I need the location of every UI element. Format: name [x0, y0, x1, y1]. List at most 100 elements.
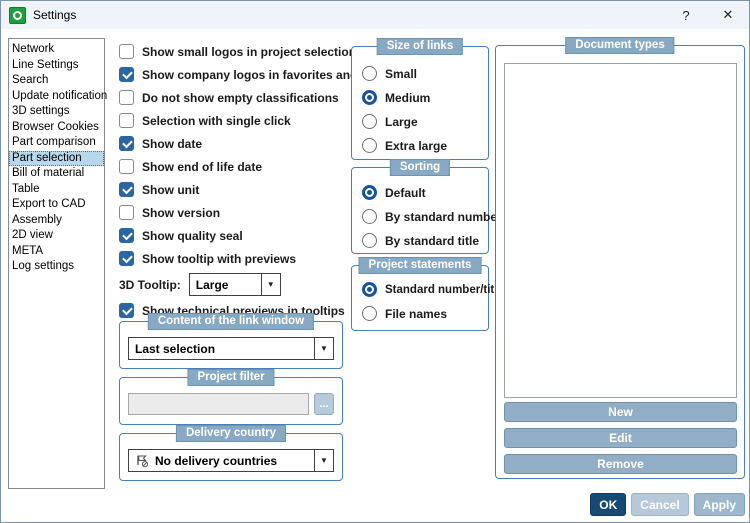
new-button[interactable]: New [504, 402, 737, 422]
group-title: Sorting [389, 159, 451, 176]
radio-label: Extra large [385, 138, 448, 153]
option-row[interactable]: Show quality seal [119, 227, 359, 244]
part-selection-options: Show small logos in project selection Sh… [119, 43, 388, 319]
radio-row[interactable]: File names [362, 305, 482, 322]
link-window-select[interactable]: Last selection ▼ [128, 337, 334, 360]
radio-row[interactable]: Extra large [362, 137, 482, 154]
checkbox[interactable] [119, 136, 134, 151]
checkbox[interactable] [119, 159, 134, 174]
radio-row[interactable]: Medium [362, 89, 482, 106]
edit-button[interactable]: Edit [504, 428, 737, 448]
cancel-button[interactable]: Cancel [631, 493, 689, 516]
sidebar-item-2d-view[interactable]: 2D view [12, 229, 53, 241]
radio-button[interactable] [362, 233, 377, 248]
radio-label: File names [385, 306, 448, 321]
checkbox-label: Show version [142, 205, 221, 220]
radio-button[interactable] [362, 66, 377, 81]
checkbox-label: Selection with single click [142, 113, 291, 128]
radio-button[interactable] [362, 114, 377, 129]
option-row[interactable]: Selection with single click [119, 112, 359, 129]
option-row[interactable]: Show company logos in favorites and link… [119, 66, 388, 83]
checkbox-label: Show date [142, 136, 203, 151]
project-statements-group: Project statements Standard number/title… [351, 257, 504, 331]
sidebar-item-network[interactable]: Network [12, 43, 55, 55]
title-bar: Settings ? ✕ [1, 1, 749, 29]
document-types-group: Document types New Edit Remove [495, 37, 745, 479]
checkbox[interactable] [119, 205, 134, 220]
document-types-list[interactable] [504, 63, 737, 398]
sidebar-item-search[interactable]: Search [12, 74, 49, 86]
settings-category-list: Network Line Settings Search Update noti… [8, 38, 108, 489]
chevron-down-icon[interactable]: ▼ [314, 338, 333, 359]
option-row[interactable]: Do not show empty classifications [119, 89, 359, 106]
radio-button[interactable] [362, 209, 377, 224]
sidebar-item-line-settings[interactable]: Line Settings [12, 58, 79, 71]
checkbox[interactable] [119, 303, 134, 318]
option-row[interactable]: Show unit [119, 181, 359, 198]
radio-label: Large [385, 114, 418, 129]
checkbox-label: Show unit [142, 182, 200, 197]
radio-label: Default [385, 185, 426, 200]
sidebar-item-part-comparison[interactable]: Part comparison [12, 136, 96, 148]
no-flag-icon [137, 454, 149, 467]
project-filter-input[interactable] [128, 393, 309, 415]
checkbox[interactable] [119, 251, 134, 266]
checkbox[interactable] [119, 67, 134, 82]
radio-label: By standard title [385, 233, 480, 248]
checkbox[interactable] [119, 44, 134, 59]
sidebar-item-browser-cookies[interactable]: Browser Cookies [12, 120, 99, 133]
delivery-country-value: No delivery countries [155, 453, 278, 468]
checkbox[interactable] [119, 90, 134, 105]
3d-tooltip-row: 3D Tooltip: Large ▼ [119, 273, 359, 296]
sidebar-item-3d-settings[interactable]: 3D settings [12, 105, 70, 117]
option-row[interactable]: Show tooltip with previews [119, 250, 359, 267]
sidebar-item-meta[interactable]: META [12, 244, 44, 257]
radio-button[interactable] [362, 306, 377, 321]
radio-label: Small [385, 66, 418, 81]
radio-row[interactable]: Large [362, 113, 482, 130]
chevron-down-icon[interactable]: ▼ [314, 450, 333, 471]
radio-row[interactable]: By standard number [362, 208, 502, 225]
checkbox-label: Show tooltip with previews [142, 251, 297, 266]
option-row[interactable]: Show date [119, 135, 359, 152]
option-row[interactable]: Show small logos in project selection [119, 43, 359, 60]
group-title: Document types [565, 37, 675, 54]
radio-label: By standard number [385, 209, 502, 224]
checkbox-label: Do not show empty classifications [142, 90, 339, 105]
radio-row[interactable]: By standard title [362, 232, 482, 249]
checkbox[interactable] [119, 113, 134, 128]
checkbox[interactable] [119, 228, 134, 243]
radio-button[interactable] [362, 138, 377, 153]
ok-button[interactable]: OK [590, 493, 627, 516]
delivery-country-select[interactable]: No delivery countries ▼ [128, 449, 334, 472]
sidebar-item-bill-of-material[interactable]: Bill of material [12, 167, 85, 179]
radio-row[interactable]: Small [362, 65, 482, 82]
group-title: Size of links [376, 38, 464, 55]
radio-row[interactable]: Standard number/title [362, 281, 504, 298]
3d-tooltip-value: Large [195, 277, 229, 292]
link-window-group: Content of the link window Last selectio… [119, 313, 343, 369]
help-button[interactable]: ? [682, 7, 690, 23]
3d-tooltip-select[interactable]: Large ▼ [188, 273, 281, 296]
group-title: Delivery country [175, 425, 287, 442]
window-title: Settings [33, 8, 77, 22]
radio-row[interactable]: Default [362, 184, 482, 201]
remove-button[interactable]: Remove [504, 454, 737, 474]
sidebar-item-log-settings[interactable]: Log settings [12, 260, 75, 272]
radio-button[interactable] [362, 282, 377, 297]
browse-button[interactable]: ... [314, 393, 334, 415]
radio-button[interactable] [362, 185, 377, 200]
close-button[interactable]: ✕ [722, 7, 734, 22]
sidebar-item-assembly[interactable]: Assembly [12, 213, 62, 226]
checkbox[interactable] [119, 182, 134, 197]
chevron-down-icon[interactable]: ▼ [260, 274, 280, 295]
radio-button[interactable] [362, 90, 377, 105]
option-row[interactable]: Show end of life date [119, 158, 359, 175]
sidebar-item-update-notification[interactable]: Update notification [12, 89, 108, 102]
sidebar-item-table[interactable]: Table [12, 182, 40, 195]
sidebar-item-part-selection[interactable]: Part selection [9, 150, 104, 166]
apply-button[interactable]: Apply [693, 493, 745, 516]
sidebar-item-export-to-cad[interactable]: Export to CAD [12, 198, 86, 210]
radio-label: Standard number/title [385, 283, 504, 296]
option-row[interactable]: Show version [119, 204, 359, 221]
